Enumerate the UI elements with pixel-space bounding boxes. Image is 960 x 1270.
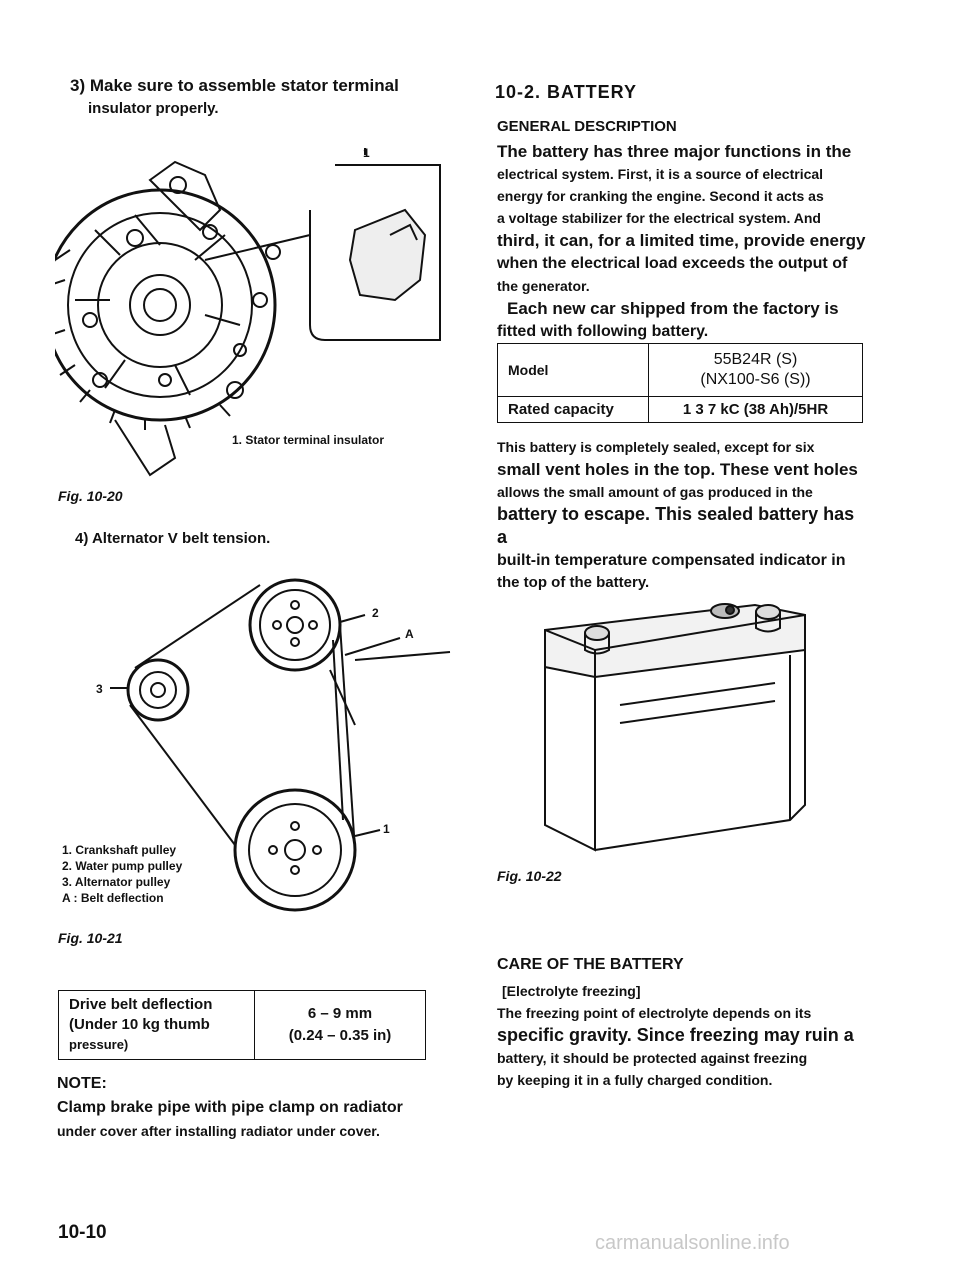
text-line: a voltage stabilizer for the electrical … [497, 210, 821, 226]
battery-table: Model 55B24R (S) (NX100-S6 (S)) Rated ca… [497, 343, 863, 423]
legend-item: 2. Water pump pulley [62, 859, 183, 873]
belt-diagram [110, 578, 451, 912]
model-label: Model [497, 343, 649, 397]
note-line2: under cover after installing radiator un… [57, 1123, 380, 1139]
text-line: small vent holes in the top. These vent … [497, 460, 858, 479]
step3-line2: insulator properly. [88, 100, 219, 117]
text-line: fitted with following battery. [497, 323, 709, 340]
note-line1: Clamp brake pipe with pipe clamp on radi… [57, 1099, 403, 1116]
legend-item: 3. Alternator pulley [62, 875, 171, 889]
fig20-callout-1: 1 [363, 146, 370, 160]
general-paragraph: The battery has three major functions in… [497, 140, 867, 343]
text-line: electrical system. First, it is a source… [497, 166, 824, 182]
deflection-label-line1: Drive belt deflection [69, 996, 213, 1013]
step4: 4) Alternator V belt tension. [75, 530, 271, 547]
note-title: NOTE: [57, 1075, 107, 1092]
deflection-table: Drive belt deflection (Under 10 kg thumb… [58, 990, 426, 1060]
text-line: The battery has three major functions in… [497, 142, 852, 161]
text-line: This battery is completely sealed, excep… [497, 439, 815, 455]
fig20-legend: 1. Stator terminal insulator [232, 433, 385, 447]
text-line: the top of the battery. [497, 574, 650, 591]
care-heading: CARE OF THE BATTERY [497, 956, 684, 973]
fig21-callout-2: 2 [372, 606, 379, 620]
text-line: third, it can, for a limited time, provi… [497, 231, 866, 250]
fig21-callout-3: 3 [96, 682, 103, 696]
text-line: allows the small amount of gas produced … [497, 484, 813, 500]
fig21-callout-1: 1 [383, 822, 390, 836]
fig20-label: Fig. 10-20 [58, 488, 123, 504]
text-line: battery to escape. This sealed battery h… [497, 504, 855, 547]
legend-item: 1. Crankshaft pulley [62, 843, 177, 857]
text-line: built-in temperature compensated indicat… [497, 552, 846, 569]
deflection-label-line3: pressure) [69, 1037, 129, 1052]
text-line: by keeping it in a fully charged conditi… [497, 1072, 773, 1088]
care-subheading: [Electrolyte freezing] [502, 983, 641, 999]
watermark: carmanualsonline.info [595, 1232, 790, 1254]
text-line: battery, it should be protected against … [497, 1050, 808, 1066]
text-line: the generator. [497, 278, 590, 294]
deflection-label-line2: (Under 10 kg thumb [69, 1016, 210, 1033]
deflection-value-line1: 6 – 9 mm [307, 1005, 373, 1022]
text-line: energy for cranking the engine. Second i… [497, 188, 824, 204]
text-line: Each new car shipped from the factory is [507, 299, 839, 318]
deflection-value-line2: (0.24 – 0.35 in) [288, 1027, 392, 1044]
text-line: when the electrical load exceeds the out… [497, 255, 848, 272]
legend-item: A : Belt deflection [62, 891, 164, 905]
section-title: 10-2. BATTERY [495, 82, 638, 102]
capacity-label: Rated capacity [497, 396, 649, 423]
general-heading: GENERAL DESCRIPTION [497, 118, 677, 135]
care-paragraph: The freezing point of electrolyte depend… [497, 1002, 867, 1091]
model-value-line1: 55B24R (S) [713, 351, 798, 368]
battery-illustration [544, 603, 806, 852]
alternator-illustration [55, 148, 441, 477]
step3-line1: 3) Make sure to assemble stator terminal [70, 76, 399, 95]
text-line: The freezing point of electrolyte depend… [497, 1005, 812, 1021]
capacity-value: 1 3 7 kC (38 Ah)/5HR [648, 396, 863, 423]
sealed-paragraph: This battery is completely sealed, excep… [497, 436, 867, 594]
fig21-label: Fig. 10-21 [58, 930, 123, 946]
model-value-line2: (NX100-S6 (S)) [700, 371, 811, 388]
page-number: 10-10 [58, 1222, 107, 1243]
text-line: specific gravity. Since freezing may rui… [497, 1025, 854, 1045]
fig21-callout-a: A [405, 627, 414, 641]
fig21-legend: 1. Crankshaft pulley 2. Water pump pulle… [62, 842, 182, 906]
fig22-label: Fig. 10-22 [497, 868, 562, 884]
